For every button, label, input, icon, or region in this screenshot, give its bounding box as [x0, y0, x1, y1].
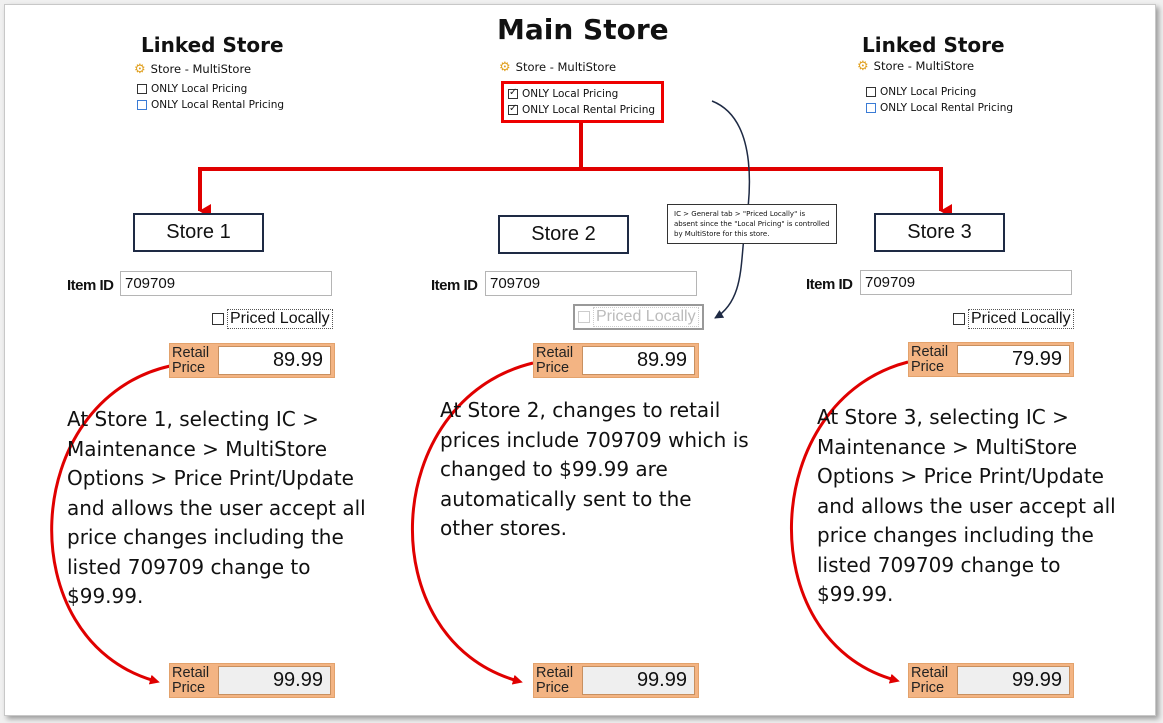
- item-id-label: Item ID: [431, 277, 478, 294]
- retail-price-value[interactable]: 99.99: [957, 666, 1070, 695]
- linked-left-multistore: ⚙ Store - MultiStore: [134, 62, 251, 76]
- distribution-arrows: [198, 123, 952, 218]
- store-2-box: Store 2: [498, 215, 629, 254]
- item-id-field[interactable]: 709709: [860, 270, 1072, 295]
- store-3-description: At Store 3, selecting IC > Maintenance >…: [817, 405, 1116, 606]
- multistore-label: Store - MultiStore: [515, 60, 617, 74]
- update-arrow-store-2: [411, 361, 534, 685]
- item-id-label: Item ID: [806, 276, 853, 293]
- local-rental-label: ONLY Local Rental Pricing: [151, 99, 285, 111]
- local-pricing-checkbox[interactable]: [866, 87, 876, 97]
- linked-store-right-title: Linked Store: [862, 33, 1005, 57]
- local-rental-label: ONLY Local Rental Pricing: [522, 104, 656, 116]
- retail-price-value[interactable]: 99.99: [218, 666, 331, 695]
- priced-locally-option-disabled: Priced Locally: [573, 304, 704, 330]
- store-2-description: At Store 2, changes to retail prices inc…: [440, 398, 749, 540]
- local-pricing-checkbox[interactable]: [137, 84, 147, 94]
- store-3-box: Store 3: [874, 213, 1005, 252]
- priced-locally-option[interactable]: Priced Locally: [953, 309, 1074, 329]
- local-rental-checkbox[interactable]: [137, 100, 147, 110]
- gear-icon: ⚙: [134, 61, 146, 77]
- linked-right-local-rental[interactable]: ONLY Local Rental Pricing: [866, 100, 1013, 116]
- retail-price-value[interactable]: 99.99: [582, 666, 695, 695]
- update-arrow-store-1: [50, 364, 171, 685]
- linked-left-local-pricing[interactable]: ONLY Local Pricing: [137, 81, 247, 97]
- item-id-label: Item ID: [67, 277, 114, 294]
- priced-locally-label: Priced Locally: [593, 307, 699, 327]
- main-store-title: Main Store: [497, 13, 669, 46]
- main-multistore: ⚙ Store - MultiStore: [499, 60, 616, 74]
- local-rental-checkbox[interactable]: [866, 103, 876, 113]
- local-pricing-checkbox[interactable]: [508, 87, 518, 99]
- linked-left-local-rental[interactable]: ONLY Local Rental Pricing: [137, 97, 284, 113]
- priced-locally-option[interactable]: Priced Locally: [212, 309, 333, 329]
- local-pricing-label: ONLY Local Pricing: [880, 86, 977, 98]
- local-rental-label: ONLY Local Rental Pricing: [880, 102, 1014, 114]
- update-arrow-store-3: [790, 360, 909, 684]
- store-1-description: At Store 1, selecting IC > Maintenance >…: [67, 407, 366, 608]
- main-local-rental[interactable]: ONLY Local Rental Pricing: [508, 102, 655, 118]
- store-1-box: Store 1: [133, 213, 264, 252]
- priced-locally-checkbox[interactable]: [212, 313, 224, 325]
- main-local-pricing[interactable]: ONLY Local Pricing: [508, 86, 655, 102]
- priced-locally-note: IC > General tab > "Priced Locally" is a…: [667, 204, 837, 244]
- retail-price-value[interactable]: 89.99: [582, 346, 695, 375]
- local-pricing-label: ONLY Local Pricing: [522, 88, 619, 100]
- linked-store-left-title: Linked Store: [141, 33, 284, 57]
- retail-price-value[interactable]: 89.99: [218, 346, 331, 375]
- linked-right-local-pricing[interactable]: ONLY Local Pricing: [866, 84, 976, 100]
- priced-locally-label: Priced Locally: [968, 309, 1074, 329]
- item-id-field[interactable]: 709709: [485, 271, 697, 296]
- linked-right-multistore: ⚙ Store - MultiStore: [857, 59, 974, 73]
- multistore-label: Store - MultiStore: [150, 62, 252, 76]
- gear-icon: ⚙: [857, 58, 869, 74]
- priced-locally-checkbox: [578, 311, 590, 323]
- priced-locally-checkbox[interactable]: [953, 313, 965, 325]
- item-id-field[interactable]: 709709: [120, 271, 332, 296]
- gear-icon: ⚙: [499, 59, 511, 75]
- priced-locally-label: Priced Locally: [227, 309, 333, 329]
- retail-price-value[interactable]: 79.99: [957, 345, 1070, 374]
- local-rental-checkbox[interactable]: [508, 103, 518, 115]
- main-store-pricing-box: ONLY Local Pricing ONLY Local Rental Pri…: [501, 81, 665, 123]
- multistore-label: Store - MultiStore: [873, 59, 975, 73]
- local-pricing-label: ONLY Local Pricing: [151, 83, 248, 95]
